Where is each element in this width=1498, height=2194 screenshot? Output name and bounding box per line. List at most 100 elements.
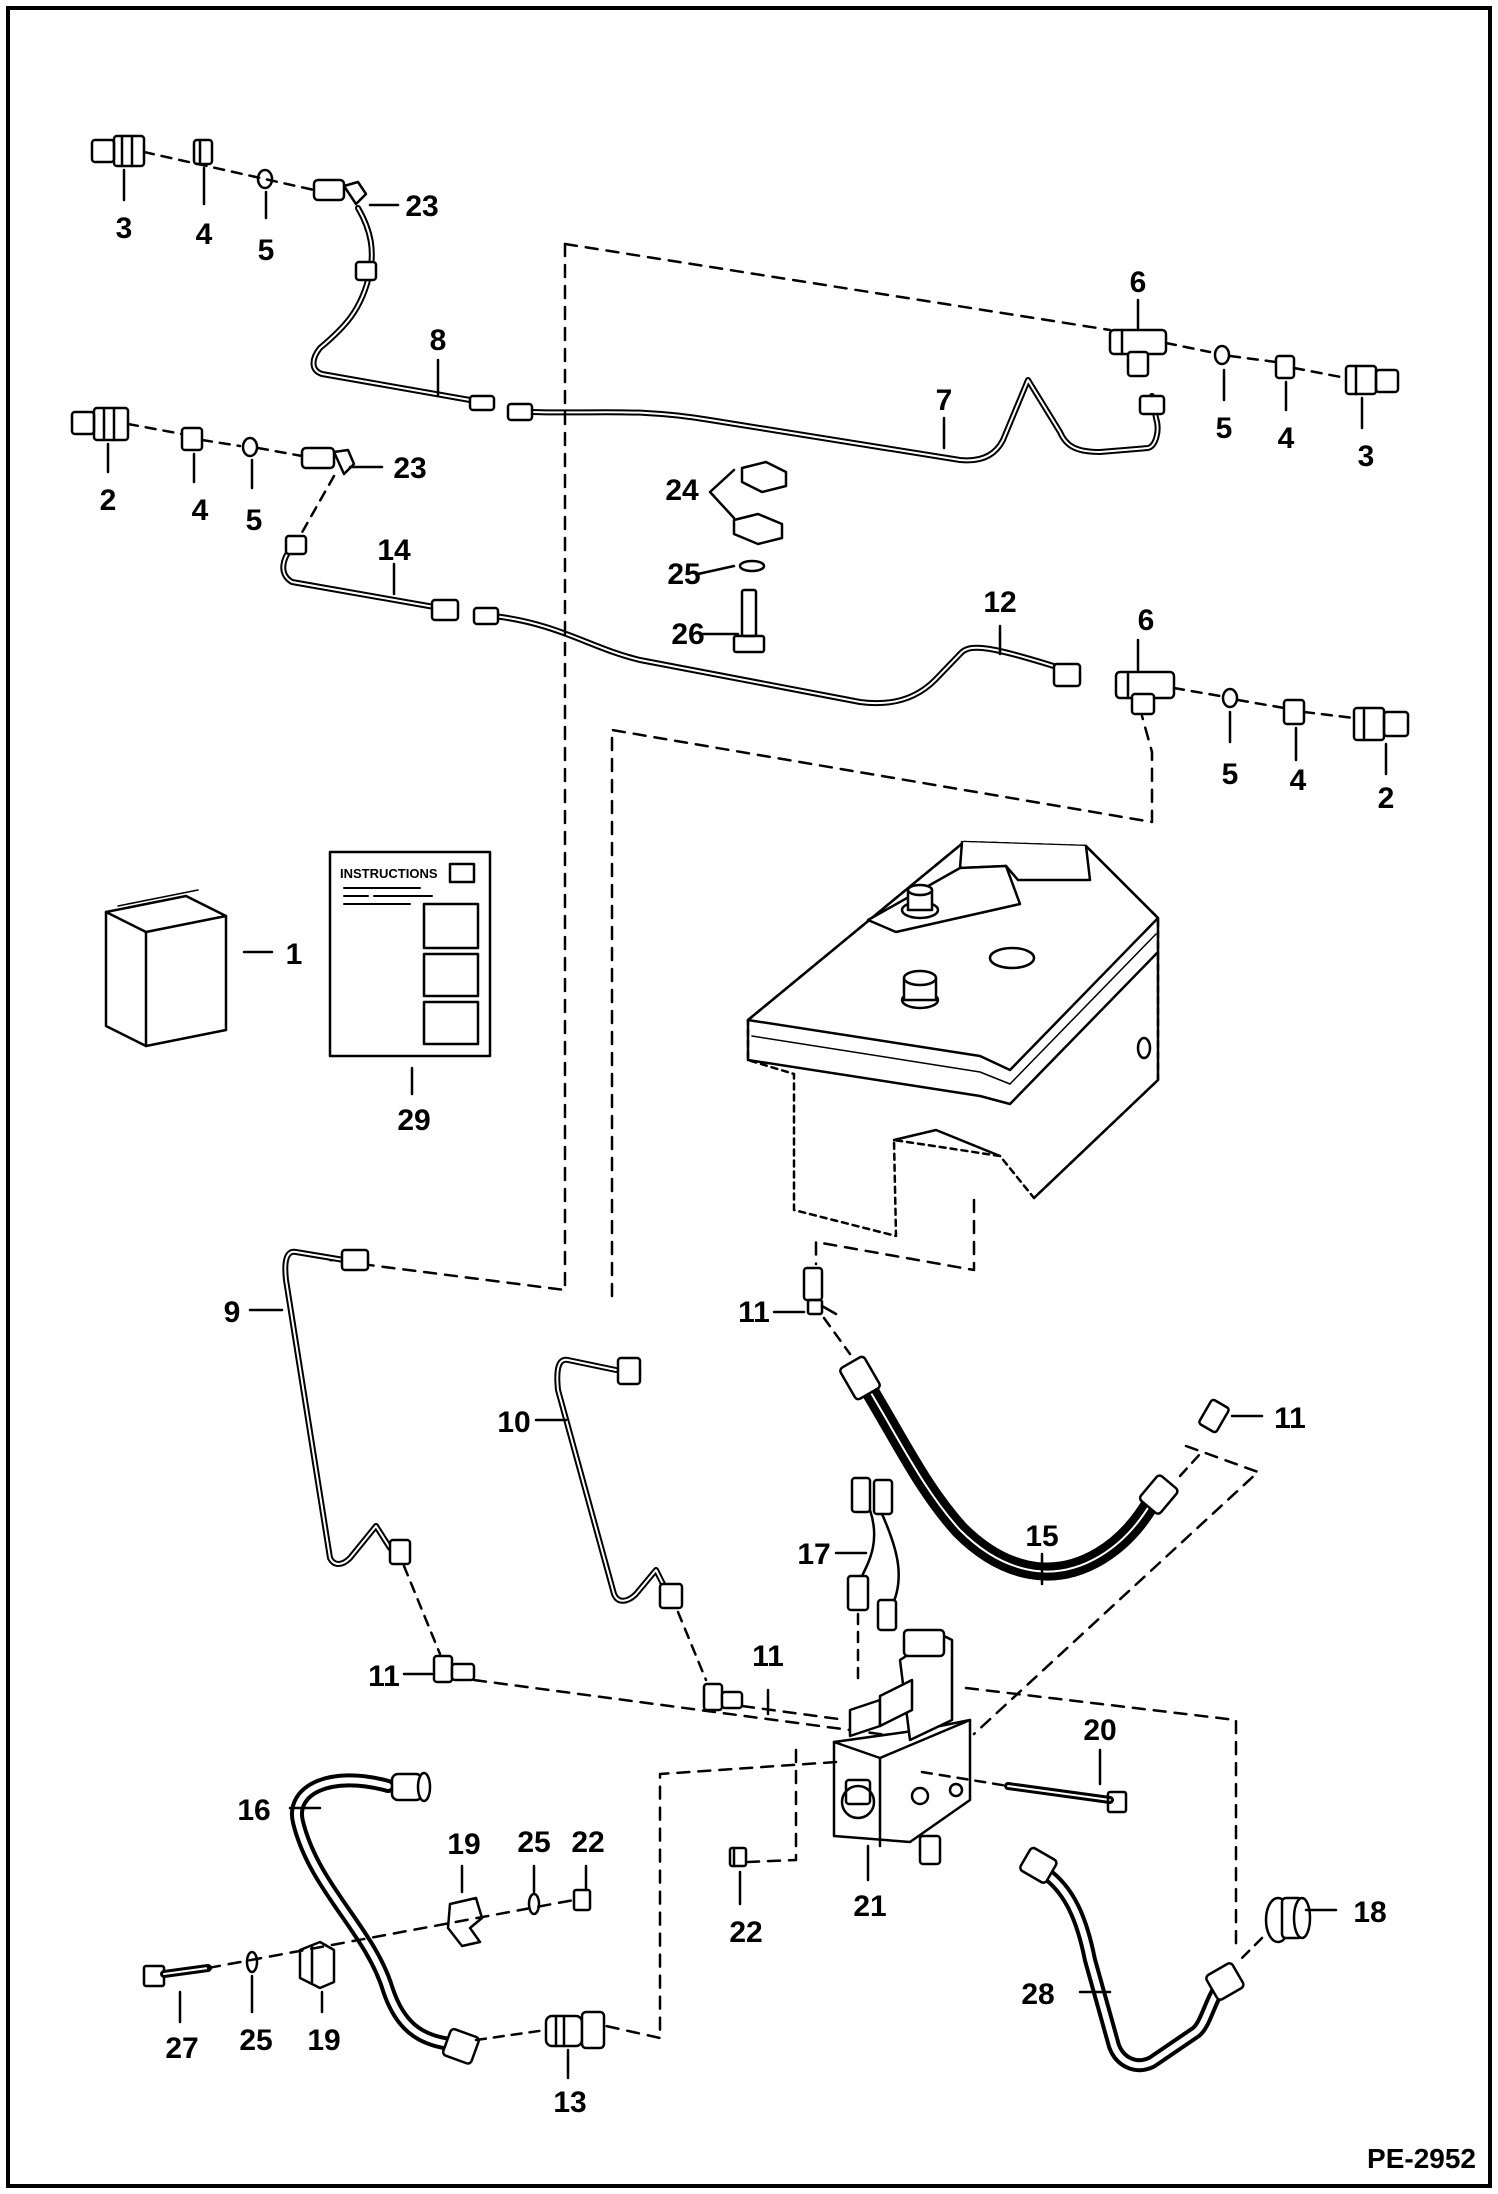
callout-19: 19	[307, 2024, 340, 2057]
callout-5: 5	[258, 234, 275, 267]
callout-10: 10	[497, 1406, 530, 1439]
adapter-4-upper-right	[1274, 354, 1296, 380]
callout-11: 11	[752, 1640, 784, 1673]
callout-25: 25	[239, 2024, 272, 2057]
callout-22: 22	[729, 1916, 762, 1949]
fitting-18	[1264, 1896, 1312, 1944]
tube-8	[310, 205, 496, 412]
tube-7	[506, 377, 1166, 464]
o-ring-5-second-left	[241, 436, 259, 458]
bolt-20	[1004, 1782, 1128, 1814]
nut-22-lower	[728, 1846, 748, 1868]
hose-15	[839, 1355, 1179, 1581]
o-ring-5-upper-right	[1213, 344, 1231, 366]
callout-15: 15	[1025, 1520, 1058, 1553]
washer-25-lower	[245, 1950, 259, 1974]
callout-28: 28	[1021, 1978, 1054, 2011]
quick-coupler-2-left	[70, 406, 130, 442]
elbow-11-middle	[702, 1682, 744, 1712]
callout-29: 29	[397, 1104, 430, 1137]
callout-5: 5	[1216, 412, 1233, 445]
callout-6: 6	[1138, 604, 1155, 637]
nut-22-upper	[572, 1888, 592, 1912]
callout-6: 6	[1130, 266, 1147, 299]
tube-16	[290, 1771, 480, 2065]
callout-23: 23	[393, 452, 426, 485]
tube-10	[554, 1356, 684, 1610]
callout-11: 11	[1274, 1402, 1306, 1435]
tube-14	[280, 534, 460, 622]
drawing-reference: PE-2952	[1367, 2143, 1476, 2174]
o-ring-5-lower-right	[1221, 687, 1239, 709]
callout-14: 14	[377, 534, 411, 567]
callout-25: 25	[517, 1826, 550, 1859]
bolt-27	[142, 1964, 212, 1988]
tee-6-upper	[1108, 328, 1168, 378]
diagram-frame	[6, 6, 1492, 2188]
hydraulic-tank	[746, 840, 1160, 1238]
tube-9	[282, 1248, 412, 1567]
tube-28	[1019, 1846, 1245, 2073]
clamp-19-upper	[446, 1896, 484, 1948]
fitting-11-tank	[802, 1266, 838, 1316]
callout-3: 3	[116, 212, 133, 245]
callout-4: 4	[1290, 764, 1307, 797]
instructions-heading: INSTRUCTIONS	[340, 866, 438, 881]
instruction-sheet-29	[328, 850, 492, 1058]
adapter-4-top-left	[192, 138, 214, 166]
quick-coupler-3-top-left	[90, 134, 146, 168]
quick-coupler-2-right	[1352, 706, 1410, 742]
bolt-26	[732, 588, 766, 654]
callout-25: 25	[667, 558, 700, 591]
callout-26: 26	[671, 618, 704, 651]
clamp-19-lower	[298, 1940, 336, 1990]
callout-17: 17	[797, 1538, 830, 1571]
callout-19: 19	[447, 1828, 480, 1861]
callout-5: 5	[1222, 758, 1239, 791]
quick-coupler-3-right	[1344, 364, 1400, 396]
elbow-23-second	[300, 446, 356, 476]
adapter-4-lower-right	[1282, 698, 1306, 726]
dashed-route-tube-9	[328, 242, 567, 1292]
wire-harness-17	[846, 1476, 900, 1632]
callout-7: 7	[936, 384, 953, 417]
adapter-4-second-left	[180, 426, 204, 452]
clamp-24	[732, 460, 788, 546]
fitting-11-hose-end	[1198, 1398, 1230, 1434]
callout-16: 16	[237, 1794, 270, 1827]
washer-25-upper	[527, 1892, 541, 1916]
dashed-route-tube-10	[610, 714, 1154, 1298]
callout-8: 8	[430, 324, 447, 357]
callout-23: 23	[405, 190, 438, 223]
callout-22: 22	[571, 1826, 604, 1859]
leader-lines	[106, 166, 1388, 2080]
callout-13: 13	[553, 2086, 586, 2119]
callout-20: 20	[1083, 1714, 1116, 1747]
callout-2: 2	[100, 484, 117, 517]
callout-12: 12	[983, 586, 1016, 619]
o-ring-5-top-left	[256, 168, 274, 190]
callout-1: 1	[286, 938, 303, 971]
callout-18: 18	[1353, 1896, 1386, 1929]
callout-4: 4	[192, 494, 209, 527]
callout-11: 11	[368, 1660, 400, 1693]
callout-2: 2	[1378, 782, 1395, 815]
callout-4: 4	[1278, 422, 1295, 455]
callout-21: 21	[853, 1890, 886, 1923]
tube-12	[472, 606, 1082, 707]
callout-24: 24	[665, 474, 699, 507]
kit-box-1	[104, 889, 228, 1048]
fitting-13	[544, 2010, 606, 2050]
washer-25-top	[738, 559, 766, 573]
callout-4: 4	[196, 218, 213, 251]
elbow-11-left	[432, 1654, 476, 1684]
tee-6-lower	[1114, 670, 1176, 716]
callout-3: 3	[1358, 440, 1375, 473]
valve-block-21	[832, 1628, 972, 1866]
elbow-23-top	[312, 178, 368, 206]
callout-5: 5	[246, 504, 263, 537]
callout-11: 11	[738, 1296, 770, 1329]
callout-27: 27	[165, 2032, 198, 2065]
callout-9: 9	[224, 1296, 241, 1329]
